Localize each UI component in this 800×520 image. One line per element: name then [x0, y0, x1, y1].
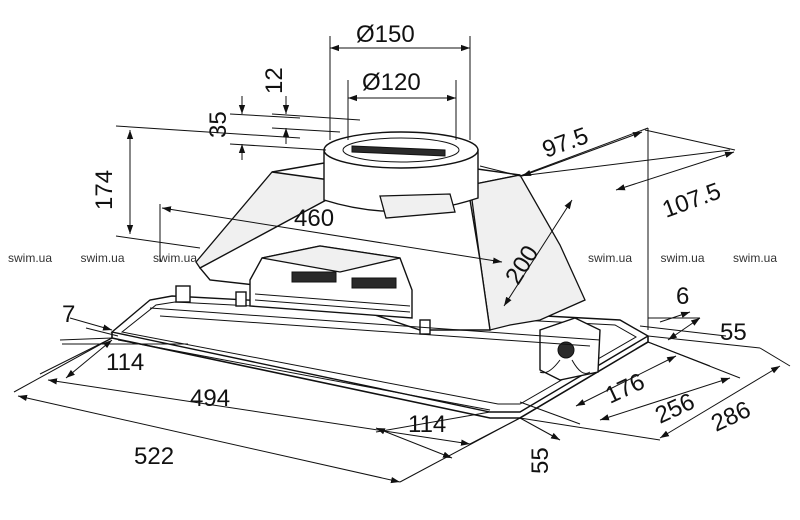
control-vent: [254, 293, 411, 313]
dim-107-5: 107.5: [659, 178, 725, 224]
dim-460: 460: [294, 205, 334, 232]
duct-collar-inner: [342, 137, 460, 163]
base-rail: [149, 307, 601, 347]
dim-diameter-150: Ø150: [356, 21, 415, 48]
dim-494: 494: [190, 385, 230, 412]
base-frame-inner: [120, 301, 638, 405]
dim-114-left: 114: [106, 349, 144, 376]
dim-7: 7: [62, 301, 75, 328]
clip-left: [175, 285, 191, 303]
clip-center-left: [235, 291, 247, 307]
dim-diameter-120: Ø120: [362, 69, 421, 96]
base-frame: [110, 295, 650, 413]
watermark-text: swim.ua: [588, 251, 632, 265]
dim-256: 256: [651, 388, 699, 429]
duct-damper: [351, 145, 446, 157]
motor-hub: [557, 341, 575, 359]
watermark-text: swim.ua: [81, 251, 125, 265]
watermark-text: swim.ua: [8, 251, 52, 265]
dim-522: 522: [134, 443, 174, 470]
watermark-text: swim.ua: [661, 251, 705, 265]
dim-174: 174: [91, 170, 118, 210]
dim-35: 35: [205, 111, 232, 138]
dim-97-5: 97.5: [539, 122, 592, 163]
dim-6: 6: [676, 283, 689, 310]
control-knob-1: [291, 271, 337, 283]
dim-176: 176: [601, 368, 649, 409]
control-knob-2: [351, 277, 397, 289]
dim-12: 12: [261, 67, 288, 94]
dim-55-right: 55: [720, 319, 747, 346]
dimension-lines: [13, 36, 791, 484]
watermark-text: swim.ua: [733, 251, 777, 265]
dim-286: 286: [707, 396, 755, 437]
dim-55-bottom: 55: [527, 447, 554, 474]
dim-114-bottom: 114: [408, 411, 446, 438]
base-edge-front: [111, 332, 649, 419]
range-hood-insert: [110, 131, 650, 419]
